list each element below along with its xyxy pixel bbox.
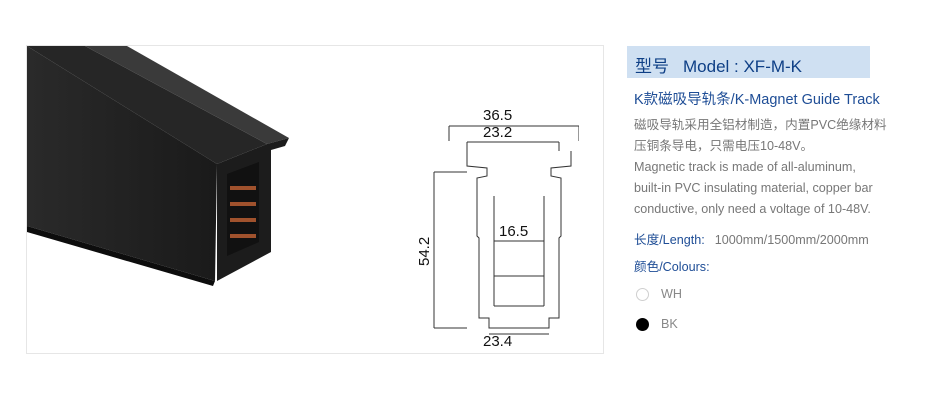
model-bar: 型号 Model : XF-M-K bbox=[627, 46, 870, 78]
dim-inner-width: 16.5 bbox=[499, 223, 528, 240]
dim-top-width: 36.5 bbox=[483, 107, 512, 124]
black-swatch-icon[interactable] bbox=[636, 318, 649, 331]
product-title: K款磁吸导轨条/K-Magnet Guide Track bbox=[634, 92, 880, 108]
colour-option-wh[interactable]: WH bbox=[634, 287, 917, 305]
desc-en-line: Magnetic track is made of all-aluminum, bbox=[634, 160, 856, 174]
model-name: Model : XF-M-K bbox=[683, 57, 803, 76]
model-prefix: 型号 bbox=[635, 57, 669, 76]
product-image-panel: 36.5 23.2 16.5 23.4 54.2 bbox=[26, 45, 604, 354]
white-swatch-icon[interactable] bbox=[636, 288, 649, 301]
profile-drawing: 36.5 23.2 16.5 23.4 54.2 bbox=[416, 107, 579, 346]
dim-bottom-width: 23.4 bbox=[483, 333, 512, 346]
colour-name: WH bbox=[661, 287, 682, 301]
length-value: 1000mm/1500mm/2000mm bbox=[714, 233, 869, 247]
colour-name: BK bbox=[661, 317, 678, 331]
desc-cn-line: 磁吸导轨采用全铝材制造，内置PVC绝缘材料 bbox=[634, 118, 887, 132]
length-spec: 长度/Length: 1000mm/1500mm/2000mm bbox=[634, 229, 917, 248]
length-label: 长度/Length: bbox=[634, 233, 705, 247]
product-info: 型号 Model : XF-M-K K款磁吸导轨条/K-Magnet Guide … bbox=[627, 46, 917, 335]
product-description: 磁吸导轨采用全铝材制造，内置PVC绝缘材料 压铜条导电，只需电压10-48V。 … bbox=[634, 115, 917, 220]
dim-inner-top-width: 23.2 bbox=[483, 124, 512, 141]
desc-en-line: conductive, only need a voltage of 10-48… bbox=[634, 202, 871, 216]
dim-height: 54.2 bbox=[416, 237, 433, 266]
product-photo bbox=[27, 46, 289, 286]
desc-cn-line: 压铜条导电，只需电压10-48V。 bbox=[634, 139, 814, 153]
colour-option-bk[interactable]: BK bbox=[634, 317, 917, 335]
colours-label: 颜色/Colours: bbox=[634, 260, 710, 274]
desc-en-line: built-in PVC insulating material, copper… bbox=[634, 181, 873, 195]
